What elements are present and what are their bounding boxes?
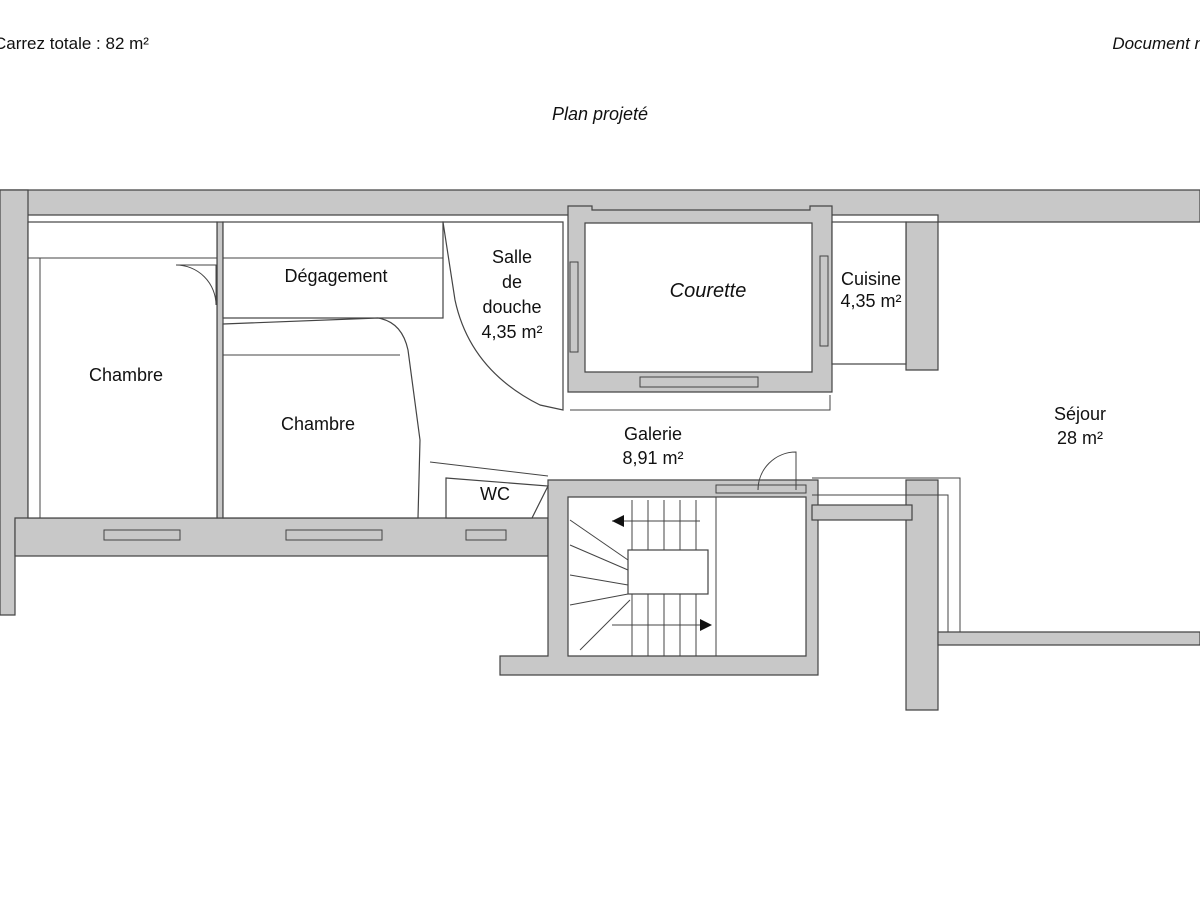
room-label-chambre-1: Chambre [88, 365, 164, 385]
wall-partition-1 [216, 221, 224, 519]
wall-courette [567, 205, 833, 393]
room-cuisine [831, 221, 907, 365]
wall-right-lower [905, 479, 939, 711]
stair-void [627, 549, 709, 595]
room-label-courette: Courette [669, 280, 747, 302]
document-label: Document n [1112, 34, 1200, 53]
room-label-wc: WC [480, 484, 510, 504]
room-label-chambre-2: Chambre [280, 414, 356, 434]
room-degagement [222, 221, 444, 319]
room-label-salle-de-douche: Salle de douche 4,35 m² [481, 247, 543, 342]
room-label-sejour: Séjour 28 m² [1053, 404, 1107, 448]
plan-title: Plan projeté [551, 104, 649, 124]
room-label-cuisine: Cuisine 4,35 m² [840, 269, 902, 311]
stair-arrow-up [612, 515, 624, 527]
wall-sejour-inner [811, 504, 913, 521]
carrez-total-label: Carrez totale : 82 m² [0, 34, 149, 53]
wall-stair [499, 479, 819, 676]
wall-cuisine [905, 221, 939, 371]
room-wc [445, 477, 549, 519]
wall-right-bottom [937, 631, 1200, 646]
room-chambre1 [27, 221, 218, 519]
room-douche [442, 221, 564, 411]
room-label-degagement: Dégagement [284, 266, 388, 286]
wall-bottom-left [14, 517, 549, 557]
room-chambre2 [222, 317, 421, 519]
stair-arrow-down [700, 619, 712, 631]
room-label-galerie: Galerie 8,91 m² [622, 424, 684, 468]
